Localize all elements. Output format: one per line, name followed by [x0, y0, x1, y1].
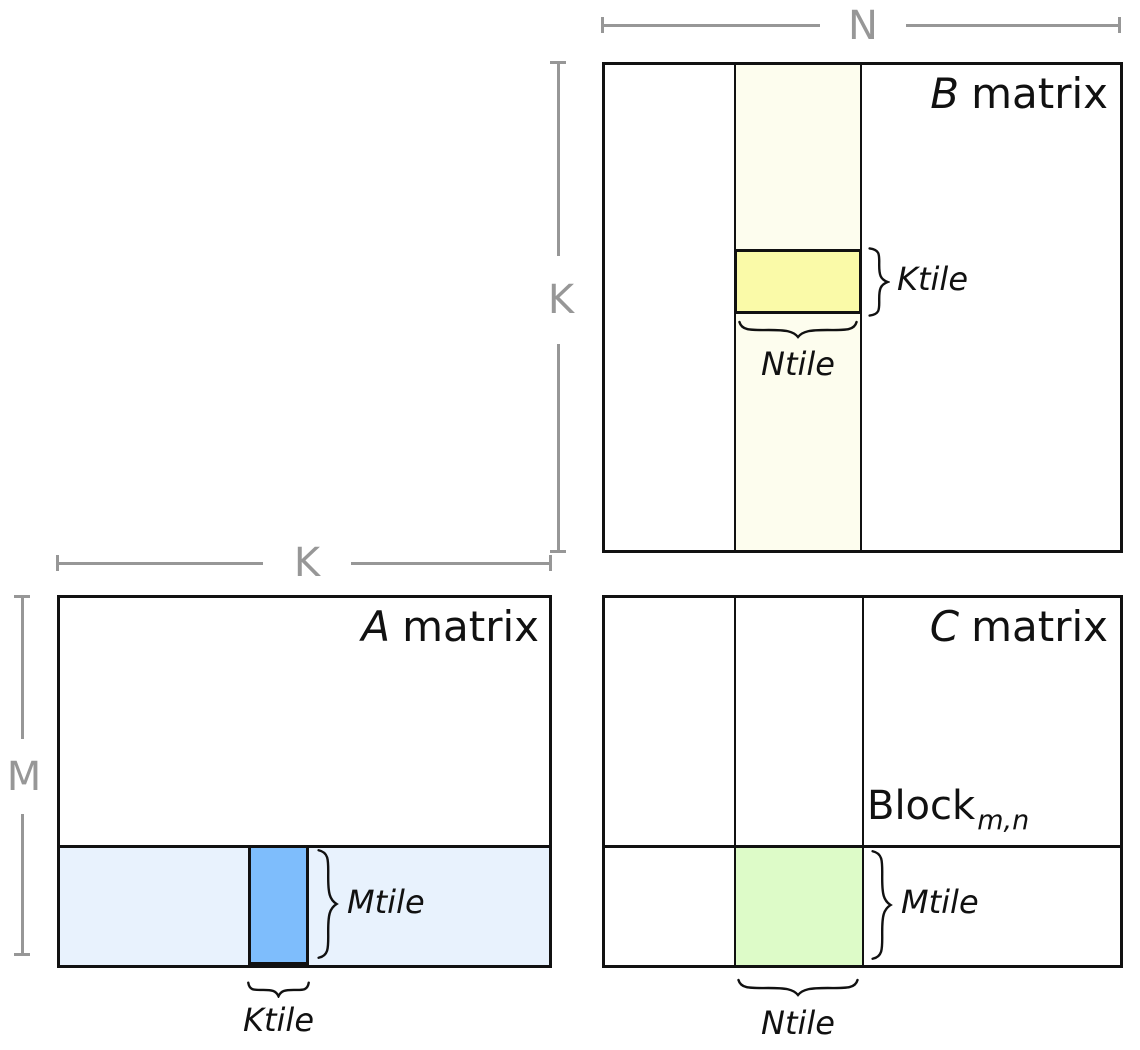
c-ntile-tile [736, 848, 862, 965]
b-matrix-title-word: matrix [971, 69, 1108, 118]
m-dim-top-tick-icon [14, 595, 30, 598]
a-ktile-label: Ktile [243, 1001, 314, 1039]
n-dim-label: N [848, 3, 878, 49]
k-b-dim-top-tick-icon [550, 61, 566, 64]
b-matrix-title-letter: B [930, 69, 960, 118]
c-matrix-title-letter: C [929, 602, 960, 651]
c-row-line [605, 845, 1120, 848]
k-b-dim-label: K [547, 277, 575, 323]
b-ktile-tile [734, 249, 862, 314]
k-b-dim-line-top [557, 63, 560, 256]
k-a-dim-label: K [293, 540, 321, 586]
b-ntile-label: Ntile [761, 345, 835, 383]
c-ntile-label: Ntile [761, 1004, 835, 1042]
n-dim-line-left [602, 24, 820, 27]
a-height-brace-icon [315, 848, 339, 960]
a-matrix-title-word: matrix [402, 602, 539, 651]
b-width-brace-icon [737, 319, 859, 339]
c-height-brace-icon [869, 849, 893, 961]
c-mtile-label: Mtile [901, 883, 979, 921]
m-dim-line-top [21, 597, 24, 739]
b-height-brace-icon [866, 247, 890, 317]
k-b-dim-bottom-tick-icon [550, 550, 566, 553]
k-b-dim-line-bottom [557, 344, 560, 552]
c-column-line-left [734, 598, 736, 965]
c-block-label: Blockm,n [867, 783, 1029, 835]
k-a-dim-line-right [351, 562, 551, 565]
c-column-line-right [862, 598, 864, 965]
m-dim-bottom-tick-icon [14, 953, 30, 956]
c-block-text: Block [867, 783, 976, 829]
c-matrix-title-word: matrix [971, 602, 1108, 651]
b-ktile-label: Ktile [897, 260, 968, 298]
n-dim-right-tick-icon [1118, 17, 1121, 33]
k-a-dim-right-tick-icon [549, 555, 552, 571]
m-dim-label: M [6, 753, 42, 800]
a-width-brace-icon [247, 980, 310, 998]
a-ktile-tile [248, 845, 309, 965]
a-matrix-title-letter: A [361, 602, 391, 651]
k-a-dim-line-left [57, 562, 263, 565]
a-mtile-label: Mtile [347, 883, 425, 921]
c-block-subscript: m,n [977, 805, 1030, 836]
c-width-brace-icon [736, 977, 860, 997]
m-dim-line-bottom [21, 814, 24, 955]
n-dim-line-right [906, 24, 1120, 27]
